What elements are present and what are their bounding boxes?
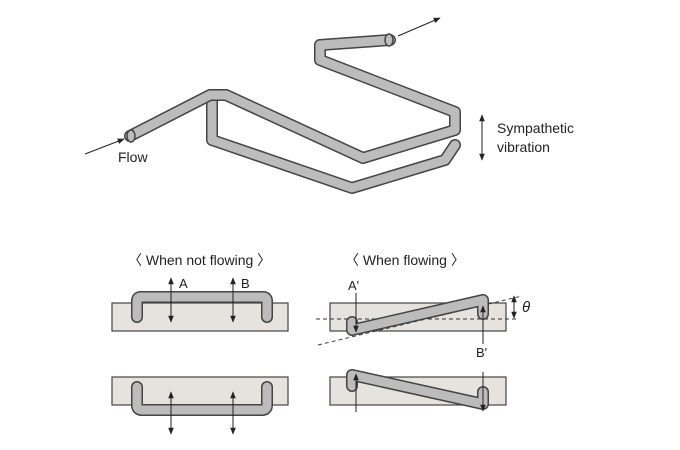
flowing-title: 〈 When flowing 〉	[345, 252, 465, 268]
point-b-prime-label: B'	[476, 345, 487, 360]
not-flowing-title: 〈 When not flowing 〉	[128, 252, 271, 268]
inlet-tube-end	[126, 129, 136, 143]
outlet-tube-end	[384, 33, 394, 47]
vibration-label-line1: Sympathetic	[497, 120, 574, 136]
theta-label: θ	[522, 299, 530, 316]
flow-out-arrow	[397, 17, 441, 37]
u-tube-assembly	[124, 33, 461, 194]
point-a-prime-label: A'	[348, 278, 359, 293]
flow-label: Flow	[118, 149, 148, 165]
point-b-label: B	[241, 276, 250, 291]
vibration-label-line2: vibration	[497, 139, 550, 155]
point-a-label: A	[179, 276, 188, 291]
flow-in-arrow	[84, 138, 125, 155]
